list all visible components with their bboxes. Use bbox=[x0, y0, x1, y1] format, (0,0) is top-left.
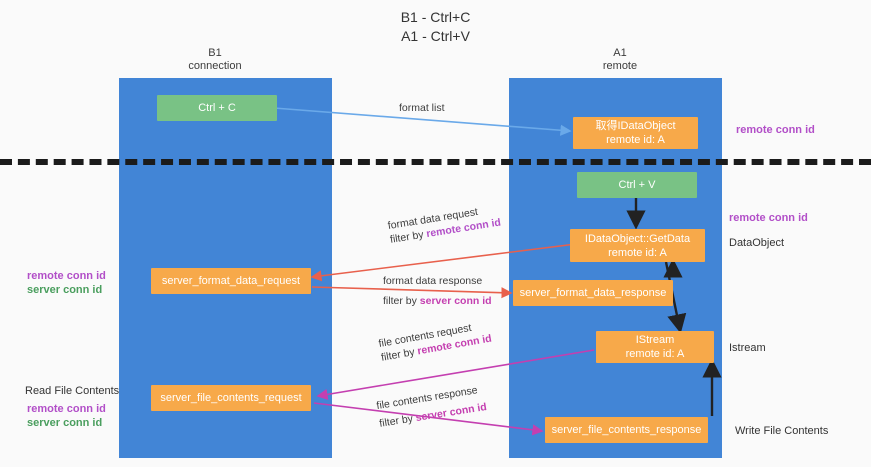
filter-by-text: filter by bbox=[383, 295, 420, 307]
side-label-istream: Istream bbox=[729, 342, 766, 354]
node-ctrl-c[interactable]: Ctrl + C bbox=[157, 95, 277, 121]
filter-key-server-conn-id: server conn id bbox=[419, 295, 492, 307]
edge-label-file-contents-request: file contents request filter by remote c… bbox=[378, 318, 493, 365]
phase-divider bbox=[0, 159, 871, 165]
node-istream-line2: remote id: A bbox=[625, 348, 685, 360]
node-ctrl-v[interactable]: Ctrl + V bbox=[577, 172, 697, 198]
node-istream[interactable]: IStream remote id: A bbox=[596, 331, 714, 363]
node-server-format-data-request[interactable]: server_format_data_request bbox=[151, 268, 311, 294]
edge-label-format-list-line1: format list bbox=[399, 102, 445, 114]
node-istream-line1: IStream bbox=[635, 334, 675, 346]
node-server-file-contents-response-label: server_file_contents_response bbox=[551, 424, 702, 436]
edge-label-format-data-response-line2: filter by server conn id bbox=[383, 294, 492, 308]
node-ctrl-c-label: Ctrl + C bbox=[198, 102, 236, 114]
node-get-idataobject[interactable]: 取得IDataObject remote id: A bbox=[573, 117, 698, 149]
side-label-read-file-contents: Read File Contents bbox=[25, 385, 120, 397]
node-idataobject-getdata[interactable]: IDataObject::GetData remote id: A bbox=[570, 229, 705, 262]
node-server-format-data-request-label: server_format_data_request bbox=[161, 275, 301, 287]
side-label-remote-conn-id-top: remote conn id bbox=[736, 124, 815, 136]
node-get-idataobject-line1: 取得IDataObject bbox=[595, 120, 676, 132]
side-label-left-remote-conn-id-bot: remote conn id bbox=[27, 403, 106, 415]
edge-label-format-data-response-line1: format data response bbox=[383, 275, 483, 287]
node-server-file-contents-request[interactable]: server_file_contents_request bbox=[151, 385, 311, 411]
node-get-idataobject-line2: remote id: A bbox=[606, 134, 665, 146]
node-ctrl-v-label: Ctrl + V bbox=[618, 179, 656, 191]
node-server-file-contents-response[interactable]: server_file_contents_response bbox=[545, 417, 708, 443]
filter-by-text: filter by bbox=[378, 412, 417, 430]
edge-label-format-data-request: format data request filter by remote con… bbox=[387, 202, 502, 247]
edge-label-file-contents-response: file contents response filter by server … bbox=[375, 382, 488, 431]
node-server-file-contents-request-label: server_file_contents_request bbox=[160, 392, 302, 404]
edge-label-format-data-response: format data response filter by server co… bbox=[383, 274, 492, 308]
node-getdata-line2: remote id: A bbox=[608, 246, 667, 259]
side-label-dataobject: DataObject bbox=[729, 237, 785, 249]
node-server-format-data-response[interactable]: server_format_data_response bbox=[513, 280, 673, 306]
side-label-remote-conn-id-mid: remote conn id bbox=[729, 212, 808, 224]
side-label-left-server-conn-id-mid: server conn id bbox=[27, 284, 103, 296]
side-label-left-server-conn-id-bot: server conn id bbox=[27, 417, 103, 429]
node-server-format-data-response-label: server_format_data_response bbox=[519, 287, 667, 299]
side-label-write-file-contents: Write File Contents bbox=[735, 425, 829, 437]
lane-header-b1: B1 connection bbox=[188, 47, 242, 72]
node-getdata-line1: IDataObject::GetData bbox=[584, 232, 691, 245]
side-label-left-remote-conn-id-mid: remote conn id bbox=[27, 270, 106, 282]
lane-header-a1: A1 remote bbox=[602, 47, 638, 72]
edge-label-format-list: format list bbox=[399, 101, 445, 115]
page-title: B1 - Ctrl+C A1 - Ctrl+V bbox=[400, 9, 471, 44]
